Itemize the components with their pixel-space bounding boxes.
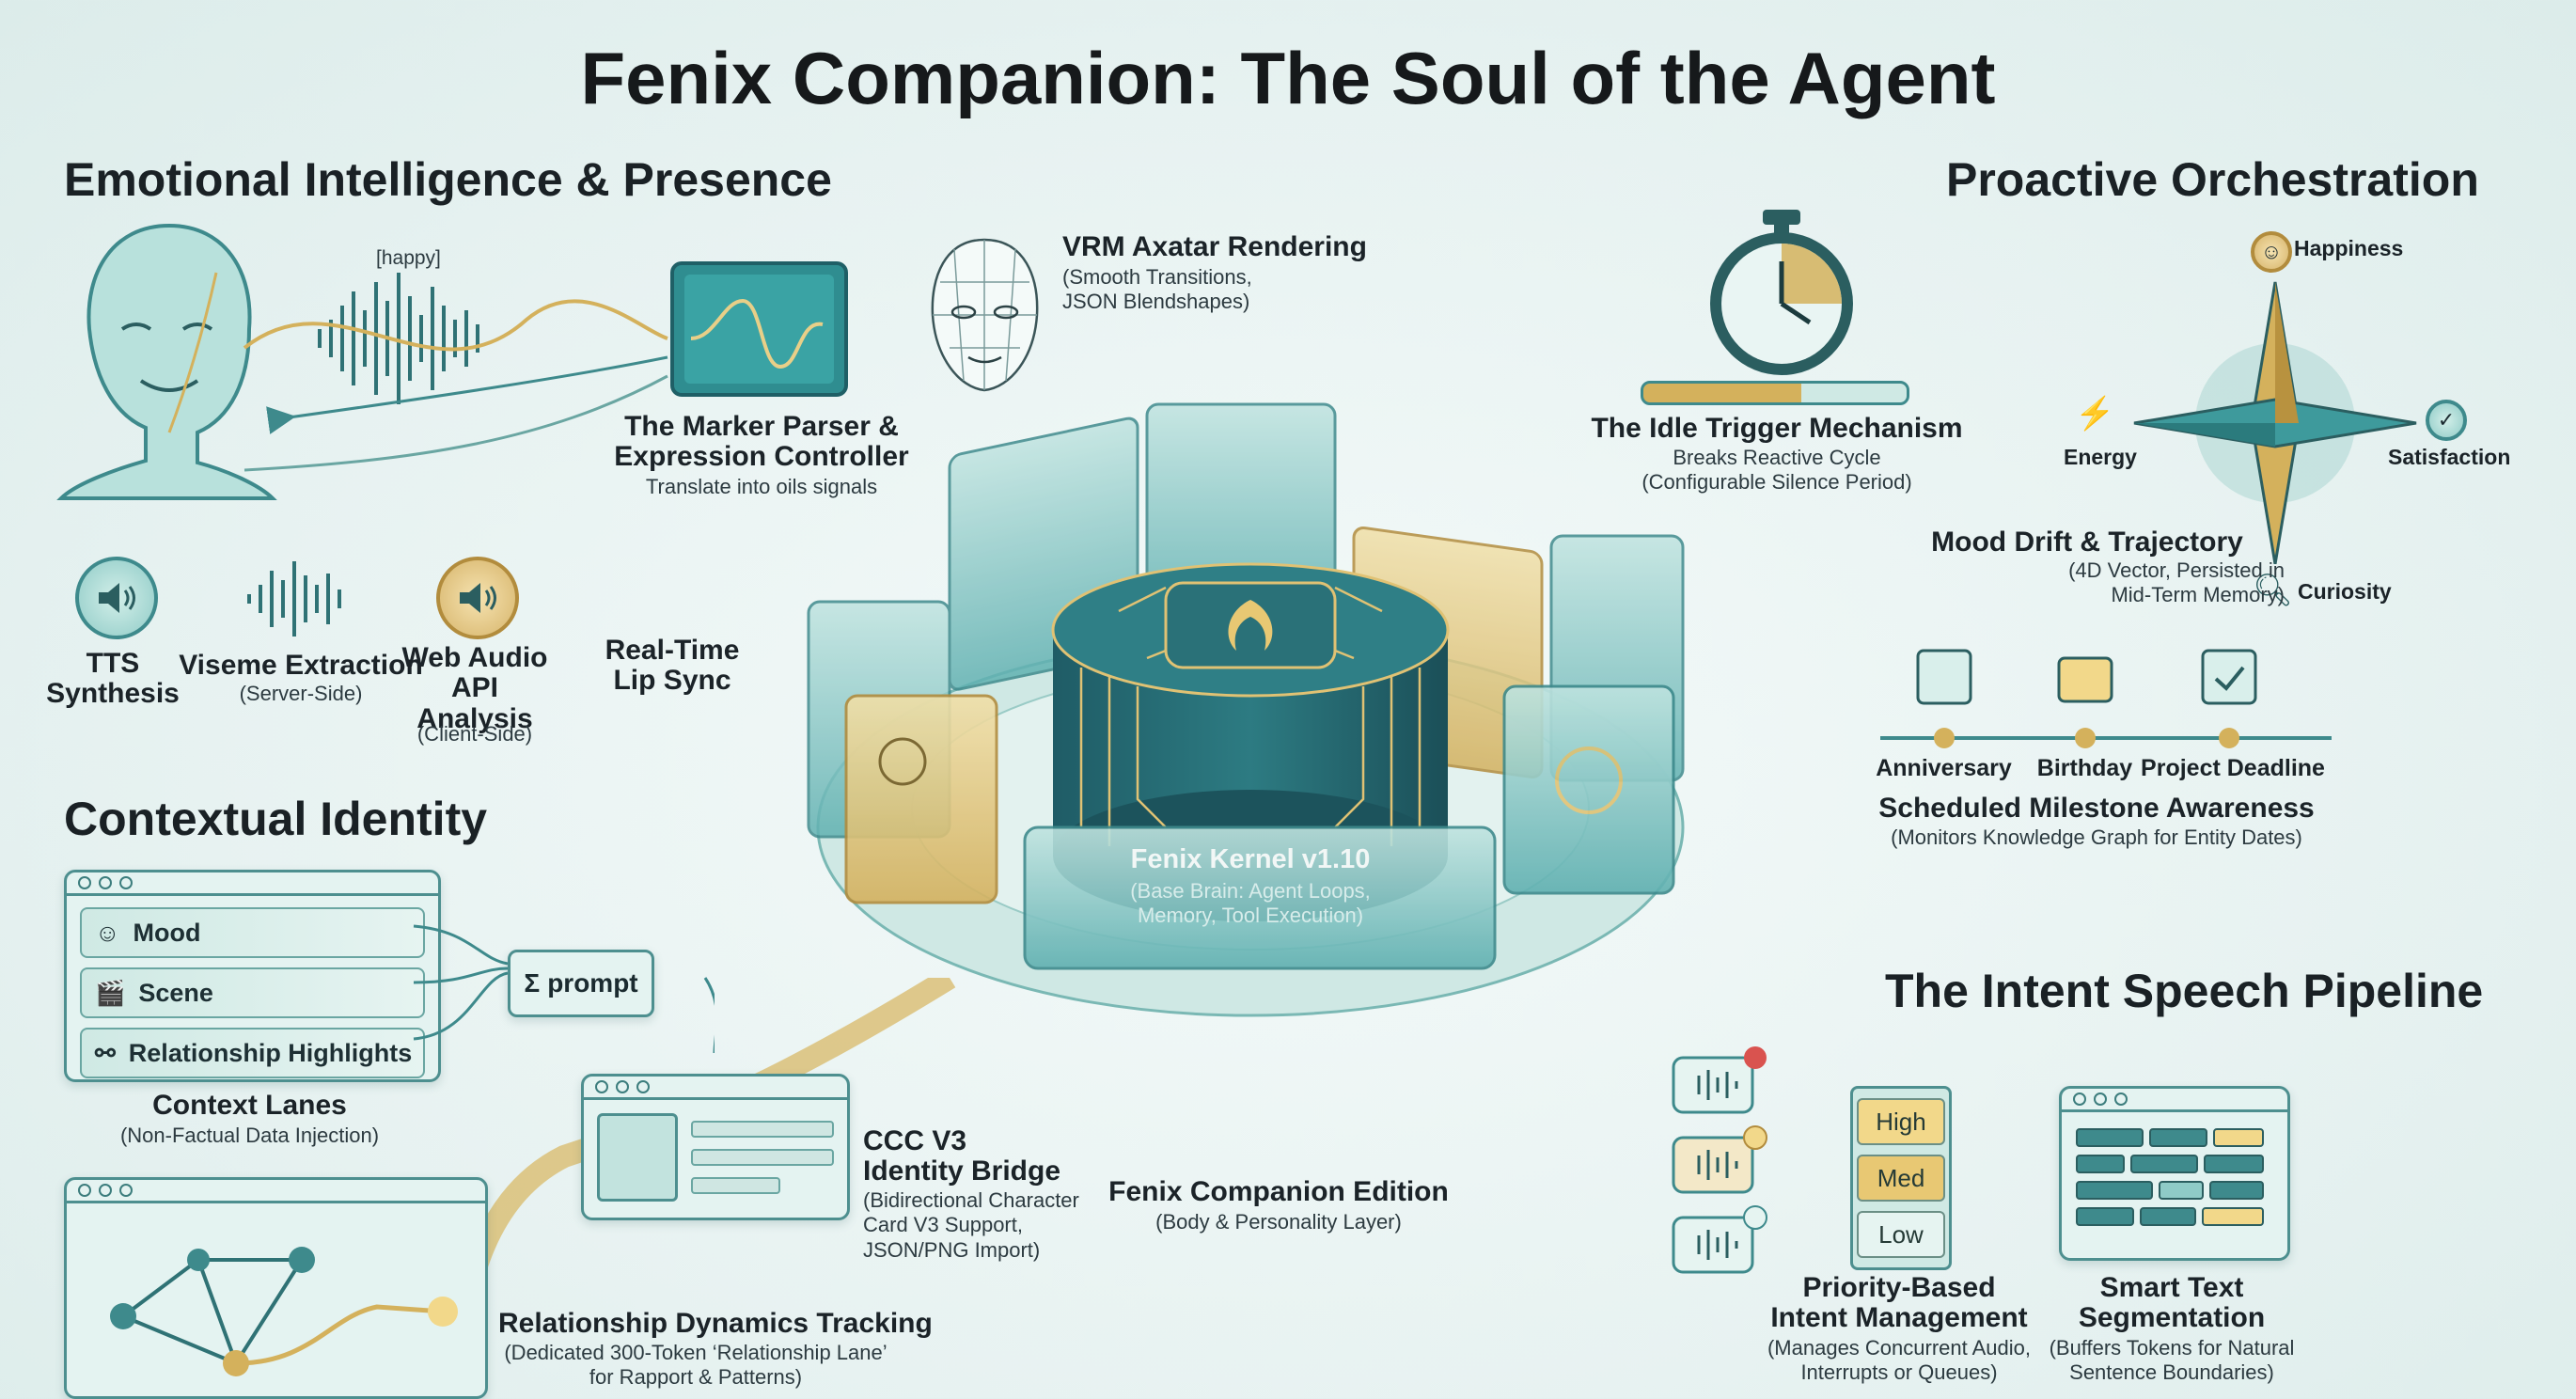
lane-label: Mood — [133, 918, 201, 947]
context-lanes-subtitle: (Non-Factual Data Injection) — [119, 1124, 380, 1147]
viseme-subtitle: (Server-Side) — [239, 682, 363, 705]
milestone-subtitle: (Monitors Knowledge Graph for Entity Dat… — [1891, 825, 2302, 849]
milestone-title: Scheduled Milestone Awareness — [1878, 793, 2315, 824]
clapperboard-icon: 🎬 — [95, 978, 126, 1007]
priority-high: High — [1857, 1098, 1945, 1145]
portrait-icon — [597, 1113, 678, 1202]
marker-parser-subtitle: Translate into oils signals — [645, 475, 878, 498]
emotional-illustration — [56, 223, 848, 500]
section-proactive-heading: Proactive Orchestration — [1946, 153, 2479, 206]
priority-stack: High Med Low — [1850, 1086, 1952, 1270]
mood-drift-subtitle: (4D Vector, Persisted in Mid-Term Memory… — [2068, 558, 2285, 607]
milestone-anniversary: Anniversary — [1876, 755, 2012, 781]
edition-subtitle: (Body & Personality Layer) — [1155, 1210, 1402, 1234]
web-audio-subtitle: (Client-Side) — [416, 722, 533, 746]
window-bar — [67, 1180, 485, 1203]
idle-progress-bar — [1641, 381, 1909, 405]
segmentation-subtitle: (Buffers Tokens for Natural Sentence Bou… — [2049, 1336, 2295, 1385]
context-lanes-title: Context Lanes — [152, 1090, 347, 1121]
tts-label: TTS Synthesis — [46, 648, 180, 710]
lane-arrows — [413, 924, 715, 1053]
viseme-label: Viseme Extraction — [179, 650, 423, 681]
wireframe-face-icon — [931, 238, 1039, 392]
lane-mood: ☺ Mood — [80, 907, 425, 958]
milestone-birthday: Birthday — [2036, 755, 2133, 781]
priority-title: Priority-Based Intent Management — [1770, 1272, 2028, 1334]
web-audio-label: Web Audio API Analysis — [401, 642, 548, 734]
kernel-subtitle: (Base Brain: Agent Loops, Memory, Tool E… — [1130, 879, 1371, 928]
axis-satisfaction: Satisfaction — [2388, 445, 2511, 469]
lane-scene: 🎬 Scene — [80, 967, 425, 1018]
lane-label: Scene — [138, 978, 213, 1007]
priority-med: Med — [1857, 1155, 1945, 1202]
voice-waveform-icon — [318, 273, 479, 404]
mood-compass-icon — [2133, 281, 2417, 564]
stopwatch-icon — [1710, 210, 1853, 375]
satisfaction-check-icon: ✓ — [2426, 400, 2467, 441]
web-audio-speaker-icon — [436, 557, 519, 639]
edition-title: Fenix Companion Edition — [1108, 1176, 1449, 1207]
lane-relationship: ⚯ Relationship Highlights — [80, 1028, 425, 1078]
vrm-subtitle: (Smooth Transitions, JSON Blendshapes) — [1062, 265, 1252, 314]
milestone-project-deadline: Project Deadline — [2141, 755, 2325, 781]
curiosity-magnifier-icon: 🔍︎ — [2253, 573, 2294, 608]
oscilloscope-monitor-icon — [670, 261, 848, 397]
section-emotional-heading: Emotional Intelligence & Presence — [64, 153, 832, 206]
lane-label: Relationship Highlights — [128, 1038, 413, 1067]
happiness-face-icon: ☺ — [2251, 231, 2292, 273]
segmentation-title: Smart Text Segmentation — [2078, 1272, 2266, 1334]
viseme-waveform-icon — [247, 561, 341, 637]
character-card-window — [581, 1074, 850, 1220]
network-nodes-icon: ⚯ — [95, 1038, 116, 1067]
marker-parser-title: The Marker Parser & Expression Controlle… — [614, 411, 909, 473]
milestone-timeline-icon — [1880, 649, 2332, 748]
speaker-icon — [75, 557, 158, 639]
relationship-graph-icon — [110, 1247, 458, 1376]
context-lanes-window: ☺ Mood 🎬 Scene ⚯ Relationship Highlights — [64, 870, 441, 1082]
happy-tag: [happy] — [376, 247, 441, 269]
idle-trigger-title: The Idle Trigger Mechanism — [1591, 413, 1963, 444]
ccc-subtitle: (Bidirectional Character Card V3 Support… — [863, 1188, 1079, 1262]
window-bar — [584, 1077, 847, 1100]
window-bar — [2062, 1089, 2287, 1112]
section-intent-heading: The Intent Speech Pipeline — [1885, 965, 2484, 1017]
mood-drift-title: Mood Drift & Trajectory — [1931, 527, 2243, 558]
priority-low: Low — [1857, 1211, 1945, 1258]
avatar-head-icon — [56, 223, 277, 500]
front-panels — [844, 684, 1675, 970]
axis-happiness: Happiness — [2294, 236, 2404, 260]
prompt-label: prompt — [547, 968, 638, 998]
relationship-subtitle: (Dedicated 300-Token ‘Relationship Lane’… — [504, 1341, 887, 1390]
mood-face-icon: ☺ — [95, 918, 120, 947]
energy-bolt-icon: ⚡ — [2075, 396, 2115, 432]
page-title: Fenix Companion: The Soul of the Agent — [580, 37, 1996, 119]
axis-curiosity: Curiosity — [2298, 579, 2392, 604]
vrm-title: VRM Axatar Rendering — [1062, 231, 1367, 262]
ccc-title: CCC V3 Identity Bridge — [863, 1125, 1061, 1187]
text-segmentation-window — [2059, 1086, 2290, 1261]
window-bar — [67, 872, 438, 896]
token-blocks-icon — [2076, 1128, 2264, 1226]
kernel-title: Fenix Kernel v1.10 — [1130, 844, 1371, 874]
lip-sync-label: Real-Time Lip Sync — [605, 635, 740, 697]
kernel-illustration — [807, 402, 1685, 1017]
phoenix-logo-icon — [1228, 600, 1273, 651]
relationship-title: Relationship Dynamics Tracking — [498, 1308, 933, 1339]
priority-subtitle: (Manages Concurrent Audio, Interrupts or… — [1767, 1336, 2032, 1385]
idle-trigger-subtitle: Breaks Reactive Cycle (Configurable Sile… — [1641, 446, 1912, 495]
axis-energy: Energy — [2064, 445, 2137, 469]
relationship-graph-window — [64, 1177, 488, 1399]
section-contextual-heading: Contextual Identity — [64, 793, 488, 845]
sigma-icon: Σ — [524, 968, 541, 998]
audio-queue-icon — [1672, 1046, 1767, 1274]
